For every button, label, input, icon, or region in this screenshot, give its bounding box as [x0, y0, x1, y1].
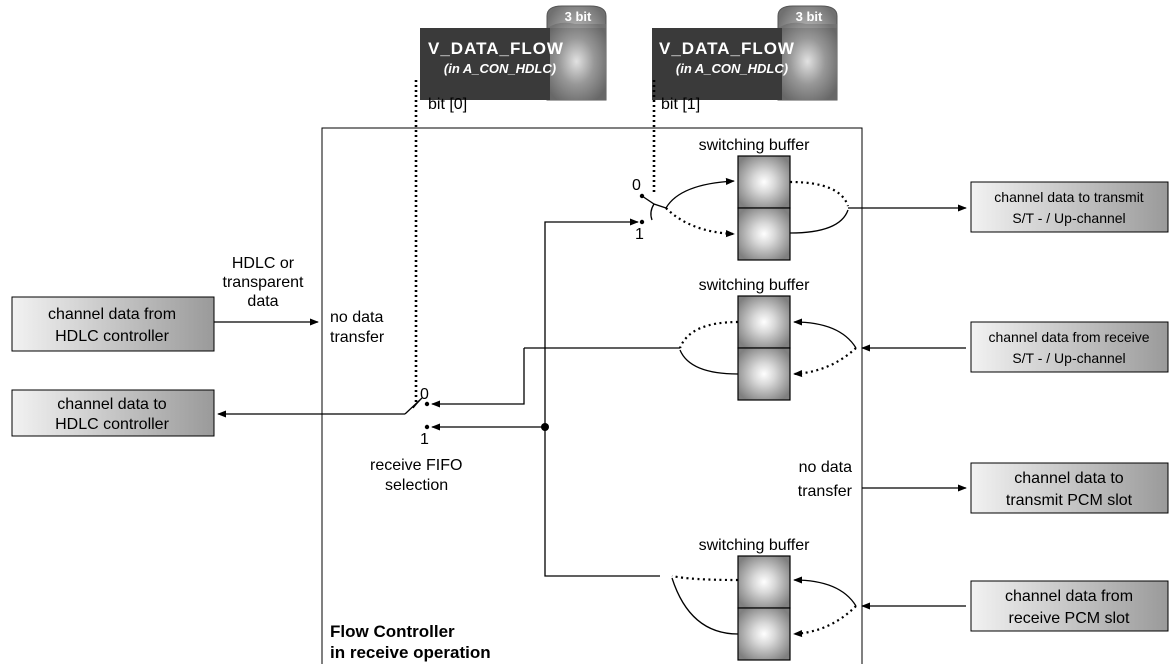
wire-bus-to-transmit-switch — [544, 218, 639, 427]
svg-text:0: 0 — [420, 386, 429, 403]
svg-text:1: 1 — [420, 431, 429, 448]
svg-text:channel data from receive: channel data from receive — [988, 329, 1149, 345]
flow-controller-frame — [321, 127, 863, 664]
svg-text:channel data from: channel data from — [48, 306, 176, 323]
register-name: V_DATA_FLOW — [428, 39, 564, 58]
register-bits-label: 3 bit — [796, 9, 823, 24]
switching-buffer-bottom — [737, 555, 791, 661]
svg-text:HDLC controller: HDLC controller — [55, 416, 169, 433]
svg-text:1: 1 — [635, 226, 644, 243]
svg-text:in receive operation: in receive operation — [330, 643, 491, 662]
switching-buffer-label-bottom: switching buffer — [699, 537, 811, 554]
register-v-data-flow-bit0: 3 bit V_DATA_FLOW (in A_CON_HDLC) — [420, 5, 607, 101]
box-channel-data-to-hdlc: channel data to HDLC controller — [11, 389, 215, 437]
svg-text:S/T - / Up-channel: S/T - / Up-channel — [1012, 210, 1125, 226]
box-channel-data-from-receive-pcm: channel data from receive PCM slot — [970, 580, 1169, 632]
flow-controller-title: Flow Controller — [330, 622, 455, 641]
switching-buffer-mid — [737, 295, 791, 401]
svg-text:data: data — [247, 293, 278, 310]
svg-text:channel data to: channel data to — [57, 396, 167, 413]
bit1-label: bit [1] — [661, 96, 700, 113]
wire-st-to-switch-0 — [431, 348, 525, 408]
box-channel-data-to-transmit-st: channel data to transmit S/T - / Up-chan… — [970, 181, 1169, 233]
svg-text:S/T - / Up-channel: S/T - / Up-channel — [1012, 350, 1125, 366]
svg-text:transparent: transparent — [223, 274, 304, 291]
switching-buffer-label-top: switching buffer — [699, 137, 811, 154]
svg-text:HDLC controller: HDLC controller — [55, 328, 169, 345]
svg-text:0: 0 — [632, 177, 641, 194]
register-bits-label: 3 bit — [565, 9, 592, 24]
svg-text:selection: selection — [385, 477, 448, 494]
svg-text:channel data to transmit: channel data to transmit — [994, 189, 1144, 205]
wire-bus-from-pcm-buffer — [544, 427, 660, 577]
register-v-data-flow-bit1: 3 bit V_DATA_FLOW (in A_CON_HDLC) — [652, 5, 838, 101]
box-channel-data-to-transmit-pcm: channel data to transmit PCM slot — [970, 462, 1169, 514]
register-name: V_DATA_FLOW — [659, 39, 795, 58]
hdlc-data-label: HDLC or — [232, 255, 295, 272]
switching-buffer-top — [737, 155, 791, 261]
svg-text:transfer: transfer — [330, 329, 385, 346]
svg-text:channel data to: channel data to — [1014, 470, 1124, 487]
receive-fifo-selection-label: receive FIFO — [370, 457, 462, 474]
receive-fifo-switch: 0 1 — [404, 386, 430, 448]
box-channel-data-from-receive-st: channel data from receive S/T - / Up-cha… — [970, 321, 1169, 373]
register-location: (in A_CON_HDLC) — [676, 61, 788, 76]
transmit-switch: 0 1 — [632, 177, 667, 243]
no-data-transfer-right: no data — [799, 459, 852, 476]
svg-text:channel data from: channel data from — [1005, 588, 1133, 605]
svg-text:transmit PCM slot: transmit PCM slot — [1006, 492, 1133, 509]
svg-text:receive PCM slot: receive PCM slot — [1009, 610, 1130, 627]
box-channel-data-from-hdlc: channel data from HDLC controller — [11, 296, 215, 352]
switching-buffer-label-mid: switching buffer — [699, 277, 811, 294]
register-location: (in A_CON_HDLC) — [444, 61, 556, 76]
bit0-label: bit [0] — [428, 96, 467, 113]
svg-text:transfer: transfer — [798, 483, 853, 500]
no-data-transfer-left: no data — [330, 309, 383, 326]
